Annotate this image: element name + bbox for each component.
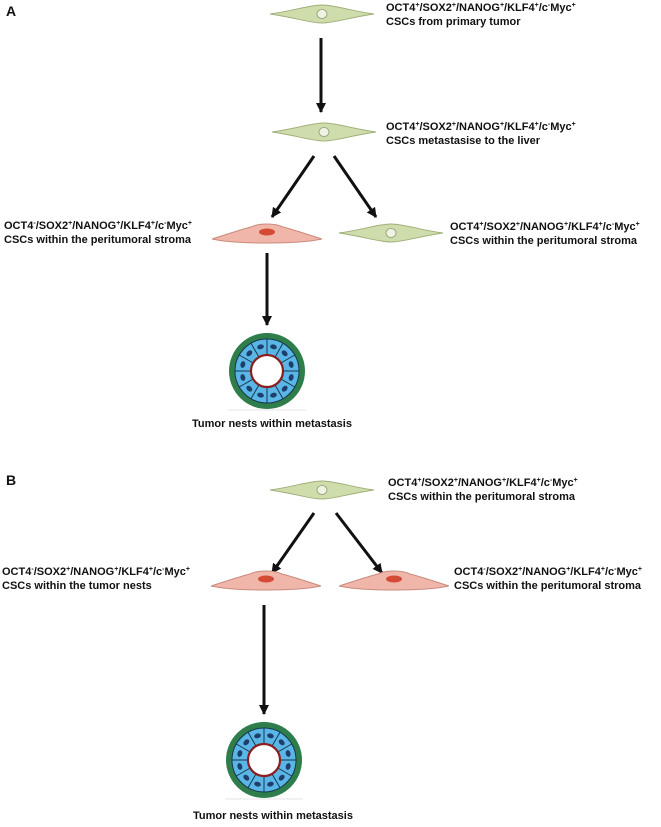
- nest-nucleus-icon: [246, 385, 253, 392]
- nest-nucleus-icon: [285, 750, 291, 757]
- nest-lumen: [246, 742, 282, 778]
- panel-a-letter: A: [6, 3, 17, 19]
- nest-cell-border: [236, 743, 251, 753]
- panel-a-top-cell-label: OCT4+/SOX2+/NANOG+/KLF4+/c-Myc+ CSCs fro…: [386, 1, 576, 29]
- nest-cell-border: [277, 743, 292, 753]
- nest-nucleus-icon: [270, 392, 277, 398]
- nest-nucleus-icon: [285, 763, 291, 770]
- panel-b-left-cell-label: OCT4-/SOX2+/NANOG+/KLF4+/c-Myc+ CSCs wit…: [2, 565, 190, 593]
- nest-cell-border: [247, 773, 257, 788]
- description-line: CSCs within the peritumoral stroma: [388, 491, 576, 503]
- nest-nucleus-icon: [281, 350, 288, 357]
- description-line: CSCs from primary tumor: [386, 16, 521, 28]
- nest-cell-border: [236, 767, 251, 777]
- nest-cell-border: [239, 378, 254, 388]
- nest-nucleus-icon: [237, 763, 243, 770]
- marker-line: OCT4+/SOX2+/NANOG+/KLF4+/c-Myc+: [386, 121, 576, 133]
- marker-line: OCT4+/SOX2+/NANOG+/KLF4+/c-Myc+: [450, 221, 640, 233]
- marker-line: OCT4-/SOX2+/NANOG+/KLF4+/c-Myc+: [454, 566, 642, 578]
- description-line: CSCs within the peritumoral stroma: [450, 235, 638, 247]
- panel-b-tumor-nest-icon: [226, 722, 302, 798]
- nest-nucleus-icon: [257, 392, 264, 398]
- description-line: CSCs within the peritumoral stroma: [4, 234, 192, 246]
- panel-a-left-cell-label: OCT4-/SOX2+/NANOG+/KLF4+/c-Myc+ CSCs wit…: [4, 219, 192, 247]
- marker-line: OCT4-/SOX2+/NANOG+/KLF4+/c-Myc+: [2, 566, 190, 578]
- panel-b-arrow-left-icon: [270, 512, 316, 574]
- panel-a-top-green-cell-icon: [270, 4, 374, 24]
- panel-b-right-cell-label: OCT4-/SOX2+/NANOG+/KLF4+/c-Myc+ CSCs wit…: [454, 565, 642, 593]
- nest-nucleus-icon: [240, 374, 246, 381]
- nest-cell-border: [277, 767, 292, 777]
- panel-a-arrow-right-icon: [332, 155, 378, 218]
- panel-b-top-cell-label: OCT4+/SOX2+/NANOG+/KLF4+/c-Myc+ CSCs wit…: [388, 476, 578, 504]
- panel-a-mid-cell-label: OCT4+/SOX2+/NANOG+/KLF4+/c-Myc+ CSCs met…: [386, 120, 576, 148]
- nest-nucleus-icon: [288, 361, 294, 368]
- nest-nucleus-icon: [270, 344, 277, 350]
- panel-a-mid-green-cell-icon: [272, 122, 376, 142]
- panel-b-letter: B: [6, 472, 17, 488]
- nest-nucleus-icon: [254, 781, 261, 787]
- nest-nucleus-icon: [288, 374, 294, 381]
- nest-cell-border: [250, 343, 260, 358]
- nest-nucleus-icon: [237, 750, 243, 757]
- panel-a-nest-caption: Tumor nests within metastasis: [192, 418, 352, 430]
- nest-cell-border: [274, 384, 284, 399]
- panel-a-tumor-nest-icon: [229, 333, 305, 409]
- nest-nucleus-icon: [243, 774, 250, 781]
- nest-cell-border: [274, 343, 284, 358]
- nest-cell-border: [250, 384, 260, 399]
- nest-nucleus-icon: [254, 733, 261, 739]
- nest-cell-border: [247, 732, 257, 747]
- nest-lumen: [249, 353, 285, 389]
- marker-line: OCT4+/SOX2+/NANOG+/KLF4+/c-Myc+: [388, 477, 578, 489]
- nest-cell-border: [280, 354, 295, 364]
- nest-nucleus-icon: [278, 774, 285, 781]
- panel-b-arrow-right-icon: [334, 512, 384, 574]
- nest-cell-border: [239, 354, 254, 364]
- nest-nucleus-icon: [246, 350, 253, 357]
- panel-a-right-green-cell-icon: [339, 223, 443, 243]
- nest-cell-border: [271, 732, 281, 747]
- panel-b-top-green-cell-icon: [270, 480, 374, 500]
- nest-nucleus-icon: [240, 361, 246, 368]
- panel-b-nest-caption: Tumor nests within metastasis: [193, 810, 353, 822]
- panel-a-right-cell-label: OCT4+/SOX2+/NANOG+/KLF4+/c-Myc+ CSCs wit…: [450, 220, 640, 248]
- nest-nucleus-icon: [267, 781, 274, 787]
- nest-cell-border: [280, 378, 295, 388]
- panel-a-left-pink-cell-icon: [212, 223, 322, 244]
- nest-nucleus-icon: [257, 344, 264, 350]
- description-line: CSCs within the peritumoral stroma: [454, 580, 642, 592]
- nest-nucleus-icon: [243, 739, 250, 746]
- marker-line: OCT4-/SOX2+/NANOG+/KLF4+/c-Myc+: [4, 220, 192, 232]
- panel-b-left-pink-cell-icon: [211, 570, 321, 591]
- nest-nucleus-icon: [281, 385, 288, 392]
- panel-a-arrow-left-icon: [270, 155, 316, 218]
- panel-b-right-pink-cell-icon: [339, 570, 449, 591]
- nest-cell-border: [271, 773, 281, 788]
- nest-nucleus-icon: [267, 733, 274, 739]
- description-line: CSCs metastasise to the liver: [386, 135, 541, 147]
- description-line: CSCs within the tumor nests: [2, 580, 152, 592]
- nest-nucleus-icon: [278, 739, 285, 746]
- marker-line: OCT4+/SOX2+/NANOG+/KLF4+/c-Myc+: [386, 2, 576, 14]
